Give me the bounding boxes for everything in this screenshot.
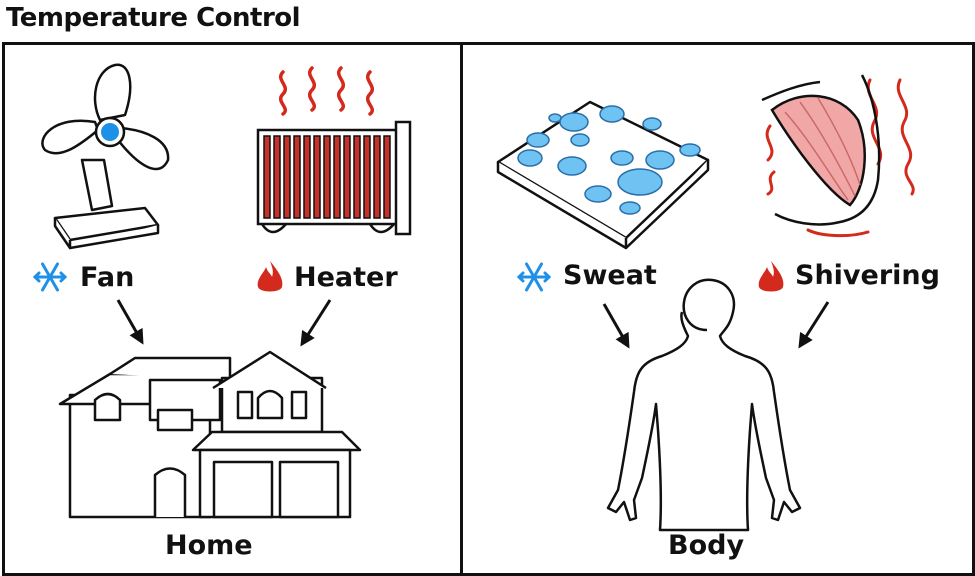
arrow-heater-to-home: [300, 299, 332, 347]
caption-body: Body: [668, 530, 745, 561]
heater-fin: [373, 135, 381, 219]
label-fan: Fan: [80, 262, 135, 293]
arrow-sweat-to-body: [602, 303, 630, 349]
flame-icon: [257, 261, 283, 292]
heater-fin: [333, 135, 341, 219]
house-illustration: [58, 350, 362, 519]
heater-fin: [293, 135, 301, 219]
sweat-drop: [645, 150, 675, 170]
sweat-drop: [570, 133, 590, 147]
fan-illustration: [41, 63, 170, 250]
heater-fin: [263, 135, 271, 219]
sweat-drop: [584, 185, 612, 203]
label-shivering: Shivering: [795, 260, 940, 291]
arrow-shivering-to-body: [798, 301, 830, 349]
heater-illustration: [256, 66, 412, 236]
heater-fin: [323, 135, 331, 219]
sweat-drop: [599, 105, 625, 123]
sweat-drops: [517, 105, 701, 215]
arrow-fan-to-home: [116, 299, 144, 345]
shivering-illustration: [761, 74, 915, 238]
snowflake-icon: [32, 262, 68, 292]
heater-fin: [273, 135, 281, 219]
label-heater: Heater: [294, 262, 398, 293]
sweat-drop: [610, 150, 634, 166]
sweat-drop: [557, 156, 587, 176]
sweat-drop: [642, 117, 662, 131]
panel-divider: [460, 42, 463, 573]
heater-fins: [263, 135, 391, 219]
heater-fin: [353, 135, 361, 219]
heater-fin: [363, 135, 371, 219]
diagram-frame: [2, 42, 975, 576]
caption-home: Home: [165, 530, 253, 561]
heater-fin: [383, 135, 391, 219]
sweat-drop: [619, 201, 641, 215]
snowflake-icon: [516, 262, 552, 292]
heater-fin: [283, 135, 291, 219]
label-sweat: Sweat: [563, 260, 657, 291]
heat-waves: [279, 66, 374, 116]
heater-fin: [303, 135, 311, 219]
sweat-drop: [617, 168, 663, 196]
flame-icon: [758, 261, 784, 292]
sweat-drop: [526, 132, 550, 148]
sweat-drop: [679, 143, 701, 157]
sweat-drop: [559, 112, 589, 132]
sweat-drop: [517, 149, 543, 167]
heater-fin: [343, 135, 351, 219]
sweat-illustration: [496, 100, 710, 250]
heater-fin: [313, 135, 321, 219]
human-body-outline: [606, 278, 802, 532]
page-title: Temperature Control: [6, 3, 301, 33]
sweat-drop: [548, 113, 562, 123]
